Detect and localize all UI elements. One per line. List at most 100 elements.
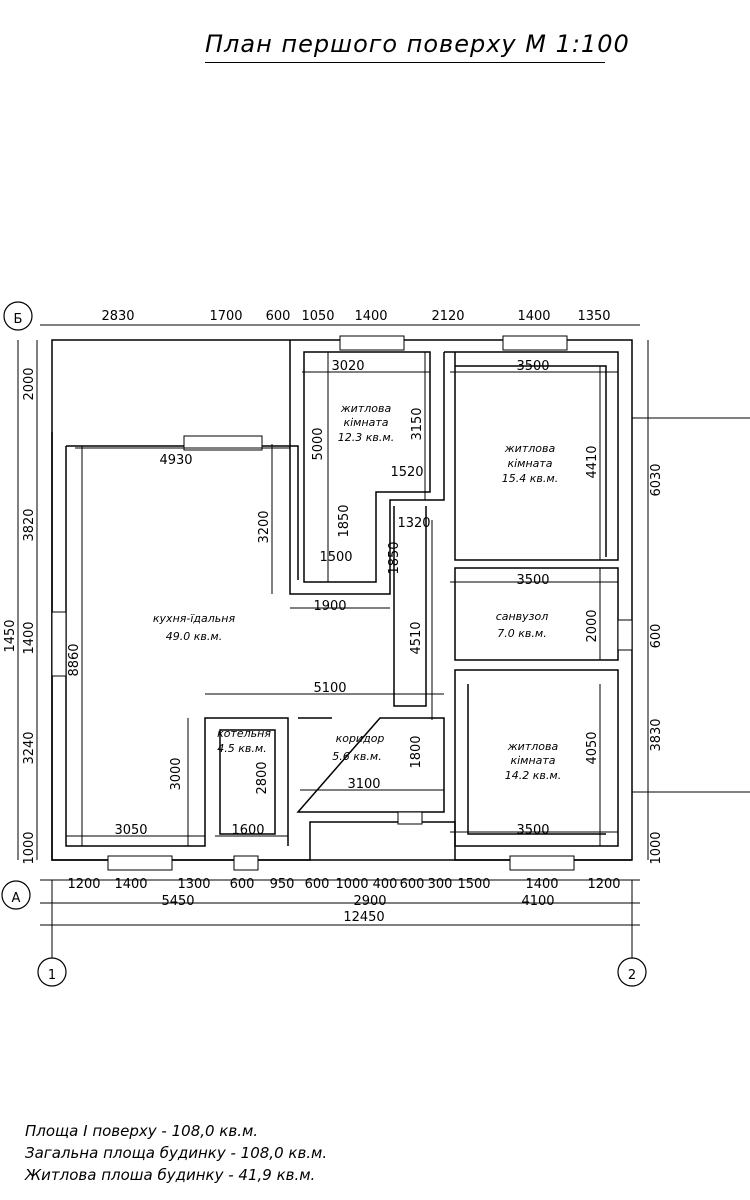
- dimension-label: 1000: [22, 831, 37, 864]
- dim-bottom: 950: [270, 877, 295, 892]
- dim-bottom: 1500: [457, 877, 490, 892]
- window: [107, 855, 173, 871]
- dimension-label: 1400: [22, 621, 37, 654]
- corridor-wall: [296, 717, 445, 813]
- window: [617, 619, 633, 651]
- dim-top: 1050: [301, 309, 334, 324]
- room-name: кімната: [507, 457, 552, 470]
- dim-bottom: 600: [305, 877, 330, 892]
- axis-label-2: 2: [628, 968, 636, 983]
- dim-bottom-2: 2900: [353, 894, 386, 909]
- axis-bubble-1: [37, 957, 67, 987]
- dimension-label: 4410: [585, 445, 600, 478]
- dim-bottom: 600: [230, 877, 255, 892]
- window: [502, 335, 568, 351]
- dim-top: 1400: [354, 309, 387, 324]
- kitchen-wall-left: [65, 446, 289, 847]
- window: [339, 335, 405, 351]
- dimension-label: 1500: [319, 550, 352, 565]
- dim-top: 1400: [517, 309, 550, 324]
- dimension-label: 5000: [311, 427, 326, 460]
- axis-bubble-a: [1, 880, 31, 910]
- axis-bubble-2: [617, 957, 647, 987]
- area-notes: Площа I поверху - 108,0 кв.м. Загальна п…: [25, 1120, 327, 1186]
- dim-top: 2120: [431, 309, 464, 324]
- note-floor-area: Площа I поверху - 108,0 кв.м.: [25, 1122, 259, 1140]
- outer-wall-lower: [51, 432, 632, 861]
- living-room-1-wall: [289, 340, 445, 595]
- room-area: 4.5 кв.м.: [217, 742, 266, 755]
- dimension-label: 3100: [347, 777, 380, 792]
- dim-bottom: 1000: [335, 877, 368, 892]
- room-area: 12.3 кв.м.: [338, 431, 394, 444]
- drawing-title: План першого поверху М 1:100: [205, 30, 630, 58]
- dimension-label: 3200: [257, 510, 272, 543]
- room-name: кімната: [510, 754, 555, 767]
- axis-label-1: 1: [48, 968, 56, 983]
- dim-top: 1700: [209, 309, 242, 324]
- dim-bottom-2: 4100: [521, 894, 554, 909]
- room-name: коридор: [336, 732, 385, 745]
- dimension-label: 3150: [410, 407, 425, 440]
- dimension-label: 3240: [22, 731, 37, 764]
- dimension-label: 1520: [390, 465, 423, 480]
- dimension-label: 3050: [114, 823, 147, 838]
- dimension-label: 3500: [516, 823, 549, 838]
- dimension-label: 1850: [387, 541, 402, 574]
- dimension-label: 3830: [649, 718, 664, 751]
- room-area: 15.4 кв.м.: [502, 472, 558, 485]
- dimension-label: 3500: [516, 359, 549, 374]
- room-name: кухня-їдальня: [153, 612, 236, 625]
- room-name: житлова: [504, 442, 556, 455]
- dimension-label: 3000: [169, 757, 184, 790]
- dimension-label: 2800: [255, 761, 270, 794]
- axis-label-b: Б: [14, 312, 23, 327]
- living-room-2-wall: [444, 351, 619, 561]
- dim-bottom: 300: [428, 877, 453, 892]
- dimension-label: 4050: [585, 731, 600, 764]
- living-room-2-inner: [455, 365, 607, 557]
- floor-plan: Б А 1 2 2830 1700 600 1050 1400 2120 140…: [1, 301, 750, 987]
- dimension-label: 5100: [313, 681, 346, 696]
- dimension-label: 1320: [397, 516, 430, 531]
- axis-label-a: А: [12, 891, 21, 906]
- dimension-label: 1000: [649, 831, 664, 864]
- dimension-label: 8860: [67, 643, 82, 676]
- living-room-1-inner: [303, 351, 431, 583]
- dimension-label: 4930: [159, 453, 192, 468]
- dimension-label: 2000: [585, 609, 600, 642]
- room-name: санвузол: [496, 610, 549, 623]
- dimension-label: 1450: [3, 619, 18, 652]
- partition: [393, 506, 427, 707]
- room-name: житлова: [507, 740, 559, 753]
- title-underline: [205, 62, 605, 63]
- dim-top: 600: [266, 309, 291, 324]
- dim-bottom: 1400: [114, 877, 147, 892]
- room-name: житлова: [340, 402, 392, 415]
- dimension-label: 3020: [331, 359, 364, 374]
- window: [509, 855, 575, 871]
- dimension-label: 3820: [22, 508, 37, 541]
- room-area: 5.6 кв.м.: [332, 750, 381, 763]
- dim-bottom: 1200: [67, 877, 100, 892]
- dimension-label: 600: [649, 624, 664, 649]
- dimension-label: 1850: [337, 504, 352, 537]
- window: [397, 811, 423, 825]
- axis-bubble-b: [3, 301, 33, 331]
- dimension-label: 1800: [409, 735, 424, 768]
- dimension-label: 1600: [231, 823, 264, 838]
- room-area: 7.0 кв.м.: [497, 627, 546, 640]
- room-name: котельня: [217, 727, 271, 740]
- dim-top: 1350: [577, 309, 610, 324]
- dim-bottom-2: 5450: [161, 894, 194, 909]
- dim-total: 12450: [343, 910, 384, 925]
- room-name: кімната: [343, 416, 388, 429]
- dim-bottom: 1400: [525, 877, 558, 892]
- kitchen-wall-top: [66, 445, 299, 580]
- living-room-3-wall: [454, 669, 619, 847]
- dim-top: 2830: [101, 309, 134, 324]
- dimension-label: 1900: [313, 599, 346, 614]
- window: [51, 611, 67, 677]
- note-total-area: Загальна площа будинку - 108,0 кв.м.: [25, 1144, 328, 1162]
- window: [183, 435, 263, 451]
